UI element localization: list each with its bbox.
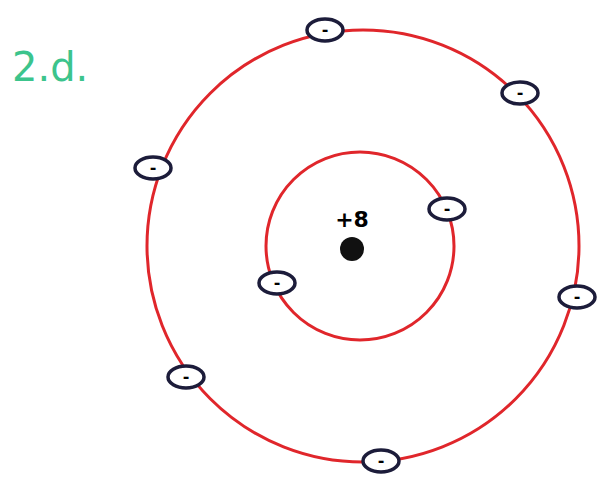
electron-sign: - [183,369,190,385]
electron-outline [259,272,295,294]
electron-sign: - [444,201,451,217]
electron-outline [559,286,595,308]
outer-shell [147,30,579,462]
inner-shell [266,152,454,340]
electron-sign: - [322,22,329,38]
nucleus-core [340,237,364,261]
electron-sign: - [574,289,581,305]
nucleus: +8 [330,209,374,263]
electron: - [166,364,206,390]
charge-label: +8 [330,209,374,231]
electron: - [500,80,540,106]
question-label: 2.d. [12,44,88,90]
electron: - [361,448,401,474]
electron-sign: - [150,160,157,176]
electron-outline [307,19,343,41]
electron: - [133,155,173,181]
electron: - [557,284,597,310]
electron-sign: - [517,85,524,101]
electron-sign: - [378,453,385,469]
electron-outline [135,157,171,179]
electron-outline [429,198,465,220]
electron: - [257,270,297,296]
electron-sign: - [274,275,281,291]
electron-outline [168,366,204,388]
electron: - [427,196,467,222]
electron-outline [502,82,538,104]
electron-outline [363,450,399,472]
electron: - [305,17,345,43]
